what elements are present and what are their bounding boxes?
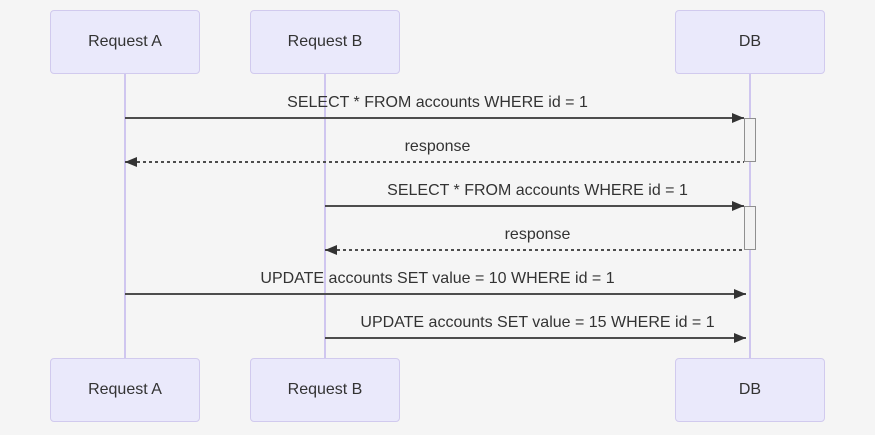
arrowhead-icon	[325, 245, 337, 255]
arrowhead-icon	[125, 157, 137, 167]
message-label: SELECT * FROM accounts WHERE id = 1	[387, 182, 688, 199]
message-label: UPDATE accounts SET value = 15 WHERE id …	[360, 314, 715, 331]
actor-label: Request B	[287, 381, 363, 398]
actor-bottom-db: DB	[675, 358, 825, 422]
activation-bar-db	[744, 206, 756, 250]
actor-top-db: DB	[675, 10, 825, 74]
actor-label: Request B	[287, 33, 363, 50]
arrowhead-icon	[734, 289, 746, 299]
activation-bar-db	[744, 118, 756, 162]
message-line	[125, 161, 744, 163]
message-label: SELECT * FROM accounts WHERE id = 1	[287, 94, 588, 111]
lifeline-request-b	[324, 74, 326, 358]
arrowhead-icon	[732, 113, 744, 123]
message-label: response	[504, 226, 571, 243]
actor-bottom-request-b: Request B	[250, 358, 400, 422]
message-line	[325, 205, 744, 207]
message-line	[125, 117, 744, 119]
actor-label: Request A	[88, 381, 162, 398]
message-line	[325, 249, 744, 251]
actor-bottom-request-a: Request A	[50, 358, 200, 422]
message-line	[125, 293, 746, 295]
actor-label: Request A	[88, 33, 162, 50]
message-label: UPDATE accounts SET value = 10 WHERE id …	[260, 270, 615, 287]
arrowhead-icon	[732, 201, 744, 211]
actor-top-request-a: Request A	[50, 10, 200, 74]
message-label: response	[404, 138, 471, 155]
lifeline-request-a	[124, 74, 126, 358]
actor-label: DB	[738, 33, 762, 50]
message-line	[325, 337, 746, 339]
actor-top-request-b: Request B	[250, 10, 400, 74]
arrowhead-icon	[734, 333, 746, 343]
actor-label: DB	[738, 381, 762, 398]
